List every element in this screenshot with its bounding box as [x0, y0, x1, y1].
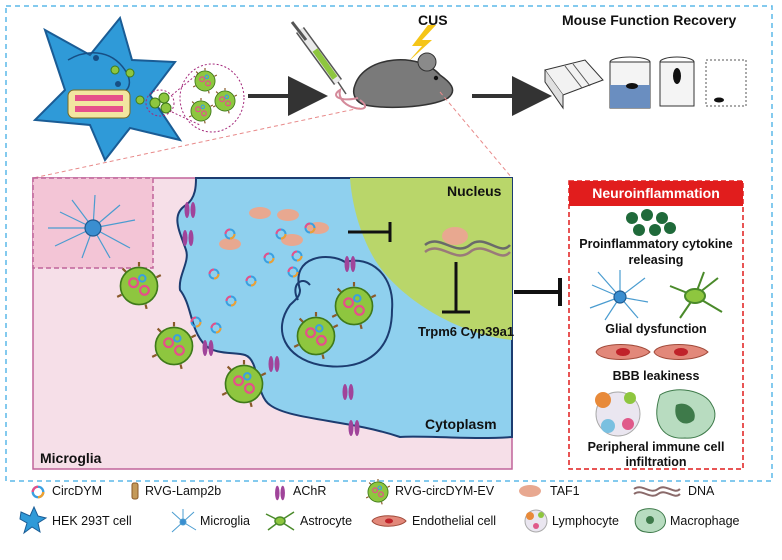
endothelial-icon	[595, 344, 709, 360]
microglia-inset-cell	[48, 194, 136, 259]
legend-endothelial: Endothelial cell	[412, 514, 497, 528]
legend-taf1-icon	[519, 485, 541, 497]
neuro-item-cytokine-line1: Proinflammatory cytokine	[579, 237, 733, 251]
dna-taf1	[424, 227, 511, 257]
inhibit-nucleus	[348, 222, 392, 242]
behavior-tests	[544, 56, 747, 110]
legend-circdym: CircDYM	[52, 484, 102, 498]
nucleus-label: Nucleus	[447, 183, 502, 199]
legend-astrocyte-icon	[265, 511, 295, 531]
legend-circdym-icon	[31, 485, 45, 499]
astrocyte-icon	[669, 271, 723, 319]
lightning-icon	[408, 25, 436, 62]
cytokine-icon	[626, 209, 676, 236]
legend-achr: AChR	[293, 484, 327, 498]
syringe-icon	[290, 21, 347, 95]
neuro-item-immune-line1: Peripheral immune cell	[587, 440, 725, 454]
nucleus-region	[350, 178, 512, 340]
neuroinflammation-title: Neuroinflammation	[569, 181, 743, 206]
legend-ev-icon	[365, 479, 391, 505]
immune-cells-icon	[595, 389, 716, 439]
genes-label: Trpm6 Cyp39a1	[418, 324, 515, 339]
microglia-icon	[589, 270, 649, 321]
zoom-line-right	[439, 91, 513, 179]
legend-lymphocyte-icon	[524, 509, 548, 533]
legend-hek293: HEK 293T cell	[52, 514, 132, 528]
neuro-item-immune-line2: infiltration	[625, 455, 687, 469]
legend-microglia: Microglia	[200, 514, 251, 528]
inhibit-neuroinflammation	[514, 278, 562, 306]
legend-macrophage: Macrophage	[670, 514, 740, 528]
inhibit-genes	[442, 262, 470, 314]
legend-lymphocyte: Lymphocyte	[552, 514, 619, 528]
taf1-blobs	[219, 207, 329, 250]
legend-achr-icon	[275, 485, 285, 501]
legend-dna: DNA	[688, 484, 715, 498]
recovery-title: Mouse Function Recovery	[562, 12, 737, 28]
legend-rvg-circdym-ev: RVG-circDYM-EV	[395, 484, 495, 498]
outer-frame	[5, 5, 773, 482]
mouse-icon	[335, 52, 454, 110]
cus-label: CUS	[418, 12, 448, 28]
legend-microglia-icon	[171, 509, 197, 533]
neuro-item-glial: Glial dysfunction	[605, 322, 707, 336]
legend-macrophage-icon	[634, 508, 666, 533]
neuro-item-cytokine-line2: releasing	[628, 253, 684, 267]
legend-astrocyte: Astrocyte	[300, 514, 353, 528]
hek293-cell	[32, 15, 183, 162]
legend-dna-icon	[633, 486, 681, 492]
microglia-label: Microglia	[40, 450, 102, 466]
legend-taf1: TAF1	[550, 484, 580, 498]
legend-icons	[19, 479, 681, 535]
legend-rvg-lamp2b: RVG-Lamp2b	[145, 484, 222, 498]
ev-cluster	[145, 63, 245, 133]
cytoplasm-label: Cytoplasm	[425, 416, 497, 432]
legend-rvg-lamp2b-icon	[131, 482, 139, 500]
legend-hek293-icon	[19, 505, 48, 535]
neuro-item-bbb: BBB leakiness	[612, 369, 700, 383]
